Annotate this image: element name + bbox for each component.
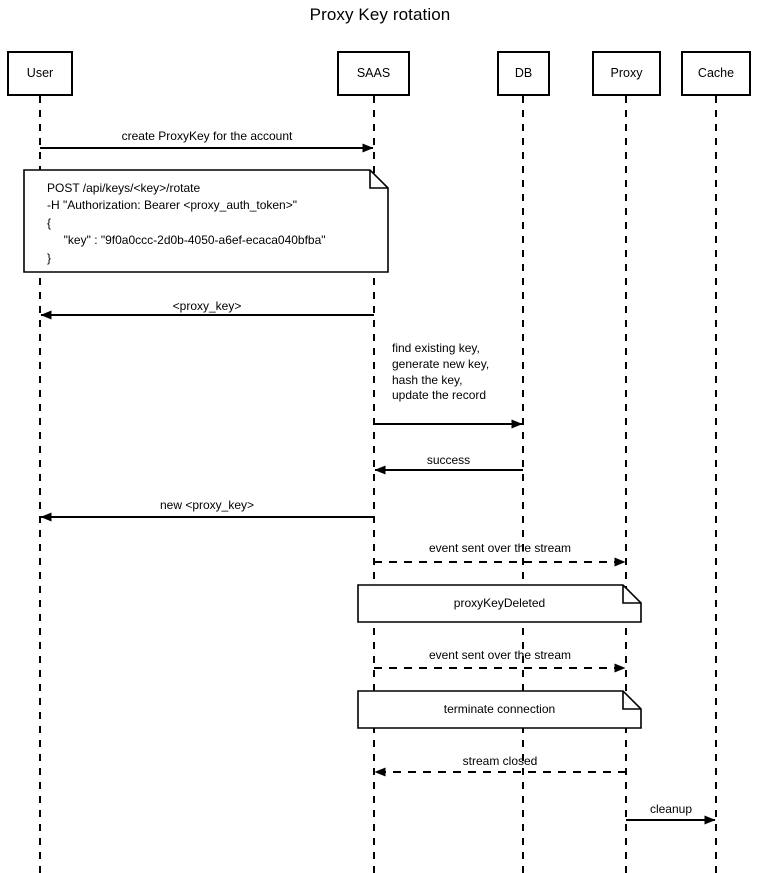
participant-label-user: User: [26, 66, 54, 81]
message-label-m4: success: [426, 453, 471, 467]
participant-box-saas[interactable]: SAAS: [337, 51, 410, 96]
note-text-note-terminate-connection: terminate connection: [443, 701, 556, 716]
participant-box-proxy[interactable]: Proxy: [592, 51, 661, 96]
participant-label-saas: SAAS: [356, 66, 391, 81]
participant-label-db: DB: [514, 66, 533, 81]
note-fold-corner-note-terminate-connection: [622, 691, 641, 710]
note-text-note-request: POST /api/keys/<key>/rotate -H "Authoriz…: [47, 181, 326, 265]
participant-box-user[interactable]: User: [7, 51, 73, 96]
participant-box-db[interactable]: DB: [497, 51, 550, 96]
note-text-note-proxy-key-deleted: proxyKeyDeleted: [453, 595, 546, 610]
notes-layer: [23, 169, 642, 729]
participant-box-cache[interactable]: Cache: [681, 51, 751, 96]
note-fold-corner-note-proxy-key-deleted: [622, 585, 641, 604]
page-title: Proxy Key rotation: [309, 5, 451, 24]
message-label-m8: stream closed: [462, 754, 538, 768]
participant-label-cache: Cache: [697, 66, 735, 81]
message-label-m2: <proxy_key>: [172, 299, 242, 313]
message-label-m9: cleanup: [649, 802, 693, 816]
message-label-m3: find existing key, generate new key, has…: [392, 341, 490, 403]
message-label-m6: event sent over the stream: [428, 541, 572, 555]
note-body-note-terminate-connection: [357, 690, 642, 729]
message-label-m5: new <proxy_key>: [159, 498, 255, 512]
messages-layer: [40, 143, 716, 825]
note-fold-corner-note-request: [369, 170, 388, 189]
note-body-note-request: [23, 169, 389, 273]
note-body-note-proxy-key-deleted: [357, 584, 642, 623]
message-label-m7: event sent over the stream: [428, 648, 572, 662]
message-label-m1: create ProxyKey for the account: [121, 129, 293, 143]
participant-label-proxy: Proxy: [610, 66, 643, 81]
